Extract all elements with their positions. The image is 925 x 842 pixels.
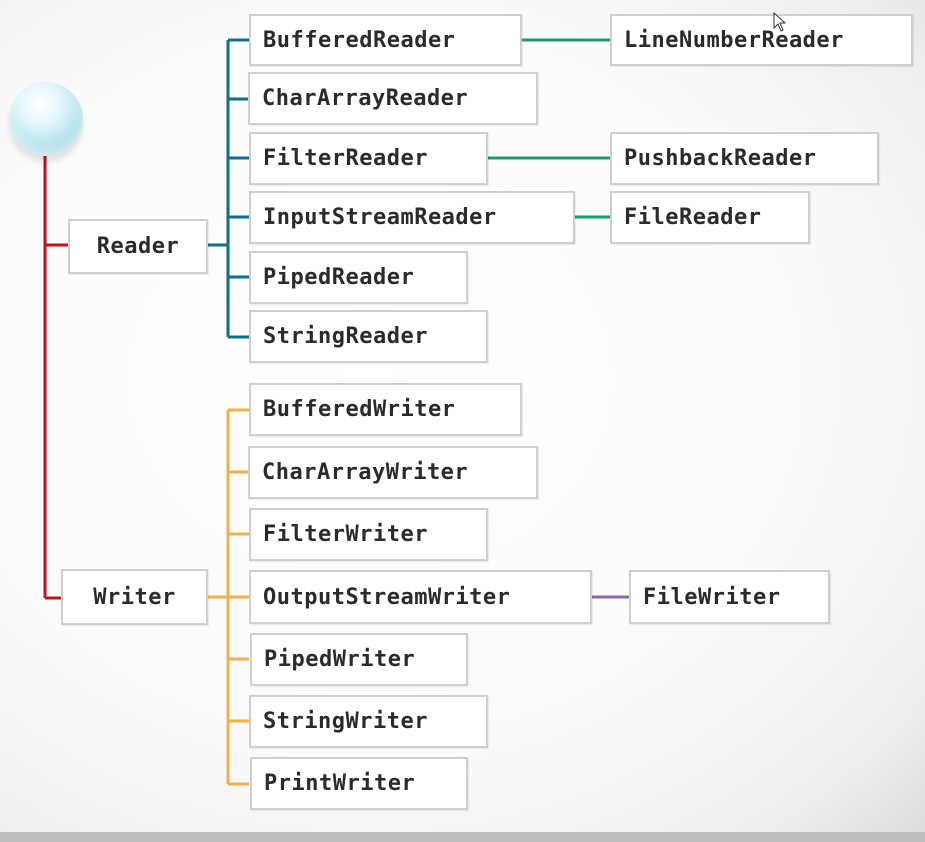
root-trunk-line	[43, 156, 68, 600]
writer-child-buffered-writer: BufferedWriter	[249, 383, 522, 436]
writer-child-print-writer: PrintWriter	[250, 757, 468, 810]
writer-child-filter-writer: FilterWriter	[249, 508, 488, 561]
bottom-frame-border	[0, 832, 925, 842]
reader-bracket-line	[207, 38, 249, 339]
reader-node: Reader	[68, 219, 208, 274]
reader-subclass-lines	[487, 38, 611, 219]
reader-child-piped-reader: PipedReader	[249, 251, 468, 304]
writer-bracket-line	[207, 408, 249, 786]
crystal-sphere-icon	[9, 82, 83, 156]
writer-node: Writer	[61, 569, 208, 625]
reader-child-chararray-reader: CharArrayReader	[248, 72, 538, 125]
writer-subclass-file-writer: FileWriter	[629, 570, 830, 624]
reader-subclass-linenumber-reader: LineNumberReader	[610, 14, 913, 66]
reader-child-string-reader: StringReader	[249, 310, 488, 363]
reader-child-inputstream-reader: InputStreamReader	[249, 191, 575, 244]
reader-child-filter-reader: FilterReader	[249, 132, 488, 185]
writer-child-outputstream-writer: OutputStreamWriter	[249, 570, 592, 624]
writer-child-string-writer: StringWriter	[249, 695, 488, 748]
reader-subclass-pushback-reader: PushbackReader	[610, 132, 879, 185]
reader-child-buffered-reader: BufferedReader	[249, 14, 522, 66]
writer-child-piped-writer: PipedWriter	[250, 633, 468, 686]
writer-child-chararray-writer: CharArrayWriter	[248, 446, 538, 499]
reader-subclass-file-reader: FileReader	[610, 191, 810, 244]
mouse-pointer-icon	[773, 12, 787, 32]
